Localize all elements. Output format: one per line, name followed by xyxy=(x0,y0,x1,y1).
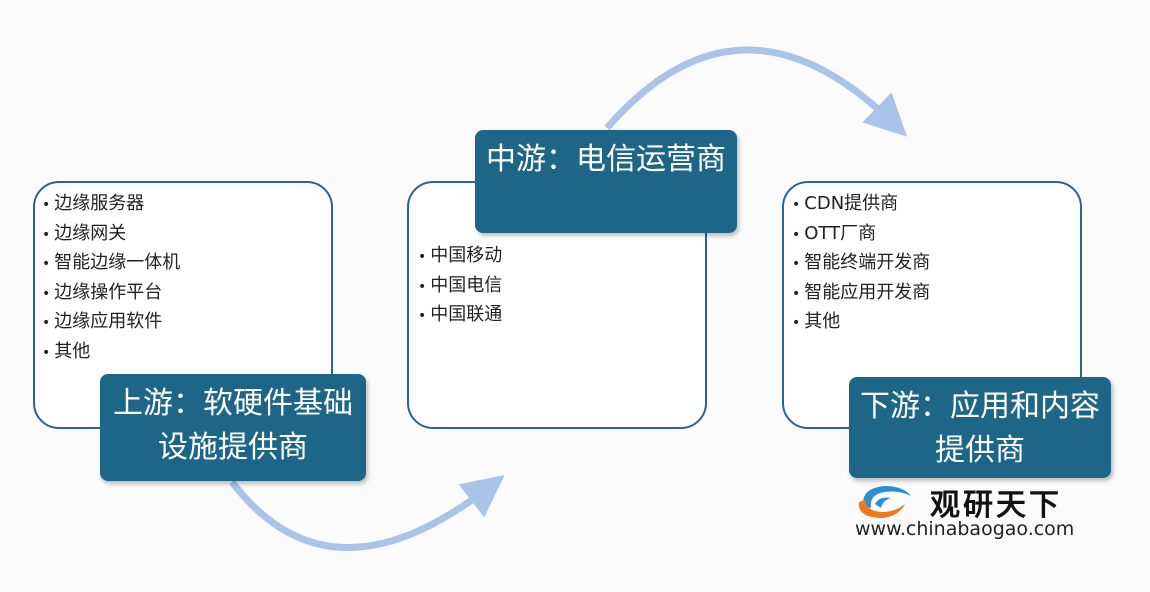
downstream-list: CDN提供商 OTT厂商 智能终端开发商 智能应用开发商 其他 xyxy=(792,189,930,337)
list-item: 边缘服务器 xyxy=(42,189,180,219)
midstream-title: 中游：电信运营商 xyxy=(475,130,737,233)
upstream-title: 上游：软硬件基础设施提供商 xyxy=(100,374,366,481)
upstream-list: 边缘服务器 边缘网关 智能边缘一体机 边缘操作平台 边缘应用软件 其他 xyxy=(42,189,180,366)
downstream-title: 下游：应用和内容提供商 xyxy=(849,377,1111,478)
arrow-upstream-to-midstream xyxy=(229,475,505,551)
list-item: 边缘网关 xyxy=(42,219,180,249)
logo-icon xyxy=(858,486,911,518)
logo-url: www.chinabaogao.com xyxy=(855,518,1075,540)
list-item: CDN提供商 xyxy=(792,189,930,219)
list-item: 智能终端开发商 xyxy=(792,248,930,278)
arrow-midstream-to-downstream xyxy=(604,46,908,137)
list-item: 中国移动 xyxy=(418,241,502,271)
list-item: 其他 xyxy=(42,337,180,367)
midstream-list: 中国移动 中国电信 中国联通 xyxy=(418,241,502,330)
list-item: 边缘应用软件 xyxy=(42,307,180,337)
logo-brand: 观研天下 xyxy=(930,488,1062,523)
list-item: 智能边缘一体机 xyxy=(42,248,180,278)
list-item: 中国联通 xyxy=(418,300,502,330)
list-item: 其他 xyxy=(792,307,930,337)
list-item: 智能应用开发商 xyxy=(792,278,930,308)
list-item: 中国电信 xyxy=(418,271,502,301)
logo: 观研天下 www.chinabaogao.com xyxy=(855,478,1095,548)
list-item: OTT厂商 xyxy=(792,219,930,249)
list-item: 边缘操作平台 xyxy=(42,278,180,308)
